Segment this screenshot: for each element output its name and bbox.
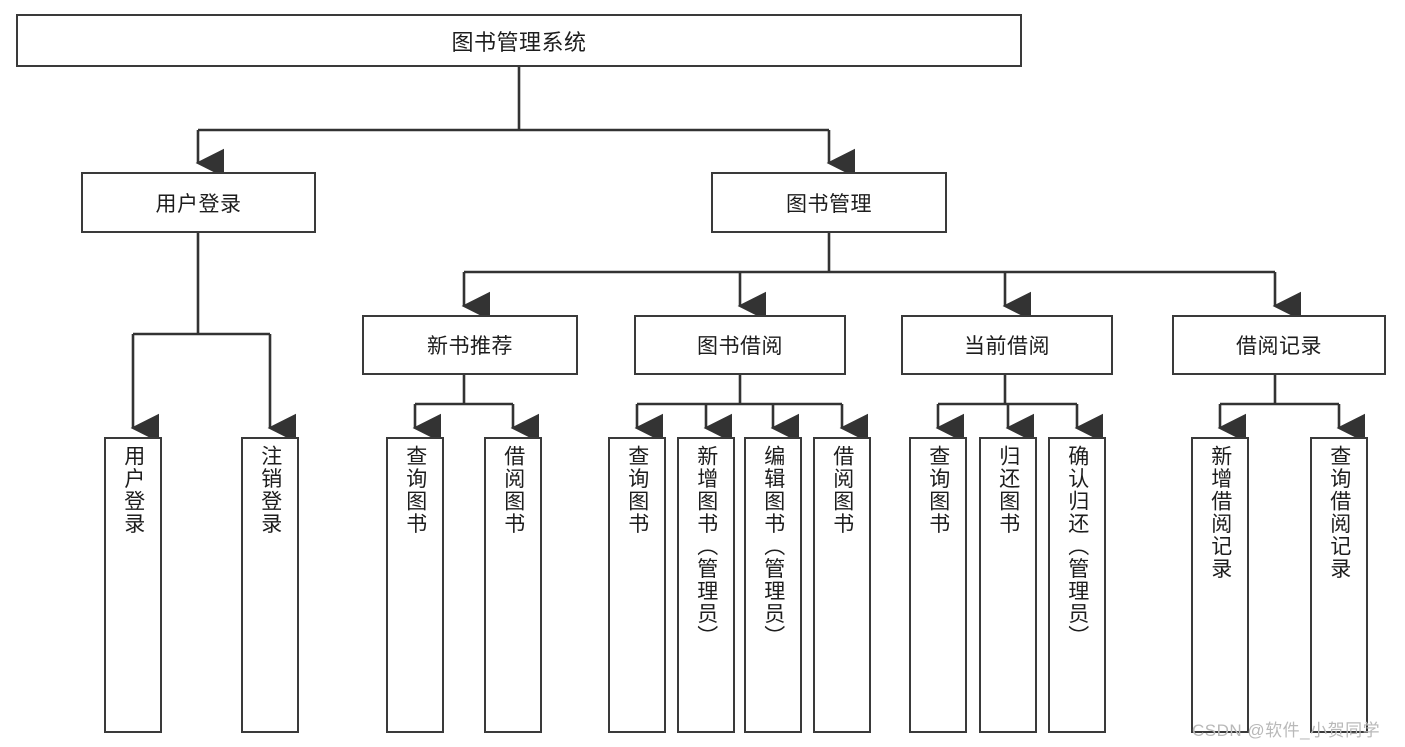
leaf-add-book-admin-label: 新增图书（管理员） bbox=[694, 445, 718, 648]
leaf-add-book-admin[interactable]: 新增图书（管理员） bbox=[677, 437, 735, 733]
leaf-borrow-book-label: 借阅图书 bbox=[830, 445, 854, 535]
leaf-newbook-borrow-book-label: 借阅图书 bbox=[501, 445, 525, 535]
leaf-confirm-return-admin-label: 确认归还（管理员） bbox=[1065, 445, 1089, 648]
node-book-borrow[interactable]: 图书借阅 bbox=[634, 315, 846, 375]
leaf-newbook-borrow-book[interactable]: 借阅图书 bbox=[484, 437, 542, 733]
node-borrow-records[interactable]: 借阅记录 bbox=[1172, 315, 1386, 375]
node-current-borrow-label: 当前借阅 bbox=[964, 335, 1050, 358]
leaf-borrow-query-book-label: 查询图书 bbox=[625, 445, 649, 535]
leaf-current-query-book-label: 查询图书 bbox=[926, 445, 950, 535]
node-book-management[interactable]: 图书管理 bbox=[711, 172, 947, 233]
node-borrow-records-label: 借阅记录 bbox=[1236, 335, 1322, 358]
leaf-user-login-label: 用户登录 bbox=[121, 445, 145, 535]
leaf-confirm-return-admin[interactable]: 确认归还（管理员） bbox=[1048, 437, 1106, 733]
leaf-edit-book-admin-label: 编辑图书（管理员） bbox=[761, 445, 785, 648]
leaf-borrow-query-book[interactable]: 查询图书 bbox=[608, 437, 666, 733]
node-book-management-label: 图书管理 bbox=[786, 192, 872, 216]
leaf-newbook-query-book[interactable]: 查询图书 bbox=[386, 437, 444, 733]
node-new-book-recommend-label: 新书推荐 bbox=[427, 335, 513, 358]
leaf-current-query-book[interactable]: 查询图书 bbox=[909, 437, 967, 733]
leaf-borrow-book[interactable]: 借阅图书 bbox=[813, 437, 871, 733]
node-book-borrow-label: 图书借阅 bbox=[697, 335, 783, 358]
node-current-borrow[interactable]: 当前借阅 bbox=[901, 315, 1113, 375]
node-user-login[interactable]: 用户登录 bbox=[81, 172, 316, 233]
leaf-edit-book-admin[interactable]: 编辑图书（管理员） bbox=[744, 437, 802, 733]
node-root-label: 图书管理系统 bbox=[451, 29, 587, 55]
leaf-logout[interactable]: 注销登录 bbox=[241, 437, 299, 733]
leaf-user-login[interactable]: 用户登录 bbox=[104, 437, 162, 733]
leaf-query-borrow-record[interactable]: 查询借阅记录 bbox=[1310, 437, 1368, 733]
leaf-newbook-query-book-label: 查询图书 bbox=[403, 445, 427, 535]
leaf-logout-label: 注销登录 bbox=[258, 445, 282, 535]
leaf-add-borrow-record[interactable]: 新增借阅记录 bbox=[1191, 437, 1249, 733]
node-new-book-recommend[interactable]: 新书推荐 bbox=[362, 315, 578, 375]
node-root[interactable]: 图书管理系统 bbox=[16, 14, 1022, 67]
leaf-add-borrow-record-label: 新增借阅记录 bbox=[1208, 445, 1232, 580]
leaf-return-book-label: 归还图书 bbox=[996, 445, 1020, 535]
csdn-watermark: CSDN @软件_小贺同学 bbox=[1192, 721, 1381, 740]
node-user-login-label: 用户登录 bbox=[155, 192, 242, 216]
leaf-query-borrow-record-label: 查询借阅记录 bbox=[1327, 445, 1351, 580]
leaf-return-book[interactable]: 归还图书 bbox=[979, 437, 1037, 733]
